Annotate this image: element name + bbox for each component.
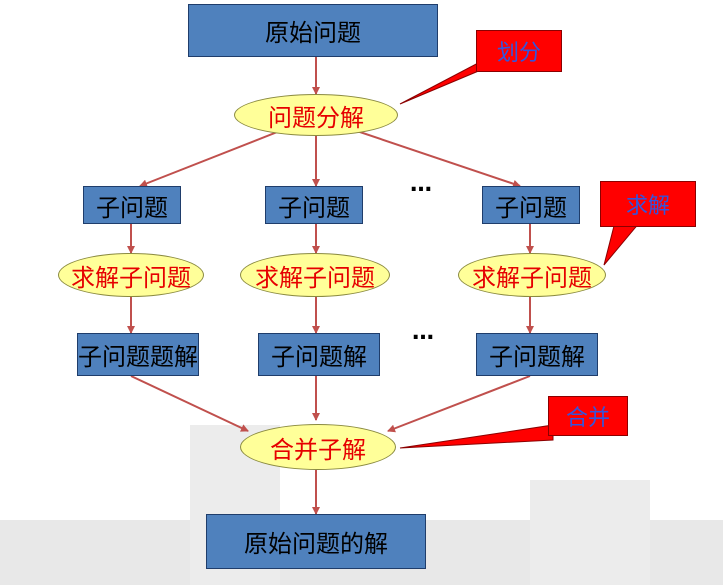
- sub-solution-box-3: 子问题解: [476, 333, 598, 376]
- final-solution-box: 原始问题的解: [206, 514, 426, 569]
- callout-divide: 划分: [476, 30, 562, 72]
- callout-tail-combine: [399, 424, 554, 449]
- arrow-sol3-to-merge: [387, 375, 531, 433]
- decompose-ellipse: 问题分解: [234, 94, 398, 136]
- callout-solve: 求解: [600, 181, 696, 227]
- ellipsis-top: …: [410, 172, 433, 197]
- callout-combine: 合并: [548, 396, 628, 436]
- arrow-decompose-to-sub3: [344, 126, 521, 188]
- arrow-decompose-to-sub1: [139, 126, 291, 188]
- sub-solution-box-2: 子问题解: [258, 333, 380, 376]
- solve-subproblem-ellipse-3: 求解子问题: [458, 253, 606, 297]
- arrow-sol1-to-merge: [130, 375, 249, 432]
- subproblem-box-2: 子问题: [265, 186, 363, 224]
- original-problem-box: 原始问题: [188, 4, 438, 57]
- callout-tail-solve: [603, 221, 642, 266]
- solve-subproblem-ellipse-2: 求解子问题: [240, 253, 390, 297]
- solve-subproblem-ellipse-1: 求解子问题: [58, 253, 204, 297]
- merge-ellipse: 合并子解: [240, 424, 396, 470]
- sub-solution-box-1: 子问题题解: [77, 333, 199, 376]
- ellipsis-bottom: …: [412, 320, 435, 345]
- subproblem-box-3: 子问题: [482, 186, 580, 224]
- subproblem-box-1: 子问题: [83, 186, 181, 224]
